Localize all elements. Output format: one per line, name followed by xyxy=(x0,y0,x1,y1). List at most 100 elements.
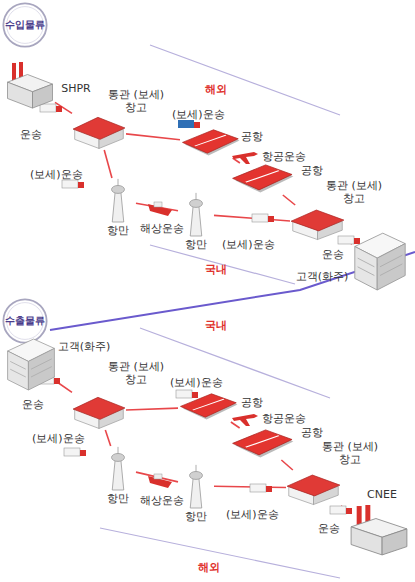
airport-node: 공항 xyxy=(180,128,242,158)
factory-icon xyxy=(5,62,55,110)
divider-line xyxy=(150,45,340,115)
node-label: 공항 xyxy=(298,164,326,177)
truck-icon xyxy=(252,214,274,222)
badge-node: 수출물류 xyxy=(2,298,48,344)
edge-label: (보세)운송 xyxy=(32,432,85,445)
ship-icon xyxy=(148,202,172,488)
port-shape xyxy=(196,193,197,200)
truck-icon xyxy=(250,484,272,492)
factory-node: SHPR xyxy=(5,62,55,110)
building-shape xyxy=(377,244,405,290)
factory-shape xyxy=(382,529,407,555)
route-line xyxy=(126,134,180,140)
ship-icon xyxy=(154,474,162,479)
region-label: 해외 xyxy=(198,560,220,575)
factory-shape xyxy=(365,505,370,523)
factory-icon xyxy=(348,505,410,557)
airport-shape xyxy=(195,135,226,146)
region-label: 국내 xyxy=(205,262,227,277)
route-line xyxy=(104,150,112,178)
building-icon xyxy=(5,338,57,390)
port-shape xyxy=(190,206,202,236)
truck-icon xyxy=(176,390,192,398)
edge-label: 해상운송 xyxy=(140,222,184,235)
building-shape xyxy=(10,369,26,377)
building-shape xyxy=(358,258,375,267)
port-shape xyxy=(112,192,124,222)
truck-icon xyxy=(330,506,352,514)
truck-icon xyxy=(194,122,200,128)
warehouse-node: 통관 (보세)창고 xyxy=(290,205,345,241)
port-shape xyxy=(196,465,197,472)
warehouse-node: 통관 (보세)창고 xyxy=(72,392,126,430)
node-label: 통관 (보세)창고 xyxy=(104,360,168,386)
airplane-icon xyxy=(232,414,258,426)
truck-icon xyxy=(62,180,84,188)
node-label: 고객(화주) xyxy=(56,340,112,353)
truck-icon xyxy=(346,508,352,514)
edge-label: (보세)운송 xyxy=(170,376,223,389)
airport-shape xyxy=(180,394,236,417)
node-label: 항만 xyxy=(182,238,210,251)
truck-icon xyxy=(40,104,56,112)
edge-label: 운송 xyxy=(318,522,340,535)
airport-icon xyxy=(178,392,240,422)
ship-icon xyxy=(154,202,162,207)
node-label: 항만 xyxy=(104,224,132,237)
node-label: 통관 (보세)창고 xyxy=(104,88,168,114)
warehouse-node: 통관 (보세)창고 xyxy=(286,470,341,506)
truck-icon xyxy=(354,238,360,244)
edge-label: 운송 xyxy=(20,128,42,141)
route-line xyxy=(283,195,295,205)
warehouse-node: 통관 (보세)창고 xyxy=(72,112,126,150)
airport-icon xyxy=(230,428,296,460)
factory-node: CNEE xyxy=(348,505,410,557)
warehouse-icon xyxy=(290,205,345,241)
edge-label: (보세)운송 xyxy=(222,238,275,251)
edge-label: 항공운송 xyxy=(262,412,306,425)
airplane-icon xyxy=(232,414,258,426)
warehouse-icon xyxy=(72,112,126,150)
edge-label: 항공운송 xyxy=(262,150,306,163)
warehouse-icon xyxy=(286,470,341,506)
building-shape xyxy=(8,351,29,390)
node-label: 통관 (보세)창고 xyxy=(318,440,382,466)
truck-icon xyxy=(250,484,266,492)
building-shape xyxy=(380,264,402,276)
airport-node: 공항 xyxy=(230,428,296,460)
port-shape xyxy=(190,478,202,508)
airport-node: 공항 xyxy=(178,392,240,422)
port-shape xyxy=(118,179,119,186)
truck-icon xyxy=(64,448,80,456)
truck-icon xyxy=(330,506,346,514)
node-label: SHPR xyxy=(58,82,94,95)
divider-line xyxy=(140,328,330,398)
port-node: 항만 xyxy=(100,446,136,490)
building-shape xyxy=(380,255,402,267)
region-label: 해외 xyxy=(205,82,227,97)
route-line xyxy=(55,102,72,113)
port-icon xyxy=(100,178,136,222)
edge-label: (보세)운송 xyxy=(30,168,83,181)
airport-shape xyxy=(233,430,292,455)
node-label: 고객(화주) xyxy=(292,270,352,283)
warehouse-shape xyxy=(287,475,340,496)
truck-icon xyxy=(178,120,194,128)
edge-label: (보세)운송 xyxy=(172,108,225,121)
truck-icon xyxy=(78,182,84,188)
factory-shape xyxy=(33,84,53,108)
truck-icon xyxy=(268,216,274,222)
airplane-icon xyxy=(232,152,258,426)
truck-icon xyxy=(176,390,198,398)
airplane-icon xyxy=(232,152,258,164)
ship-icon xyxy=(148,202,172,216)
truck-icon xyxy=(40,104,62,112)
node-label: 공항 xyxy=(298,426,326,439)
airport-shape xyxy=(193,399,224,410)
building-node: 고객(화주) xyxy=(5,338,57,390)
building-icon xyxy=(352,232,408,290)
truck-icon xyxy=(56,106,62,112)
port-shape xyxy=(112,185,125,193)
edge-label: 운송 xyxy=(322,248,344,261)
route-line xyxy=(233,158,240,163)
